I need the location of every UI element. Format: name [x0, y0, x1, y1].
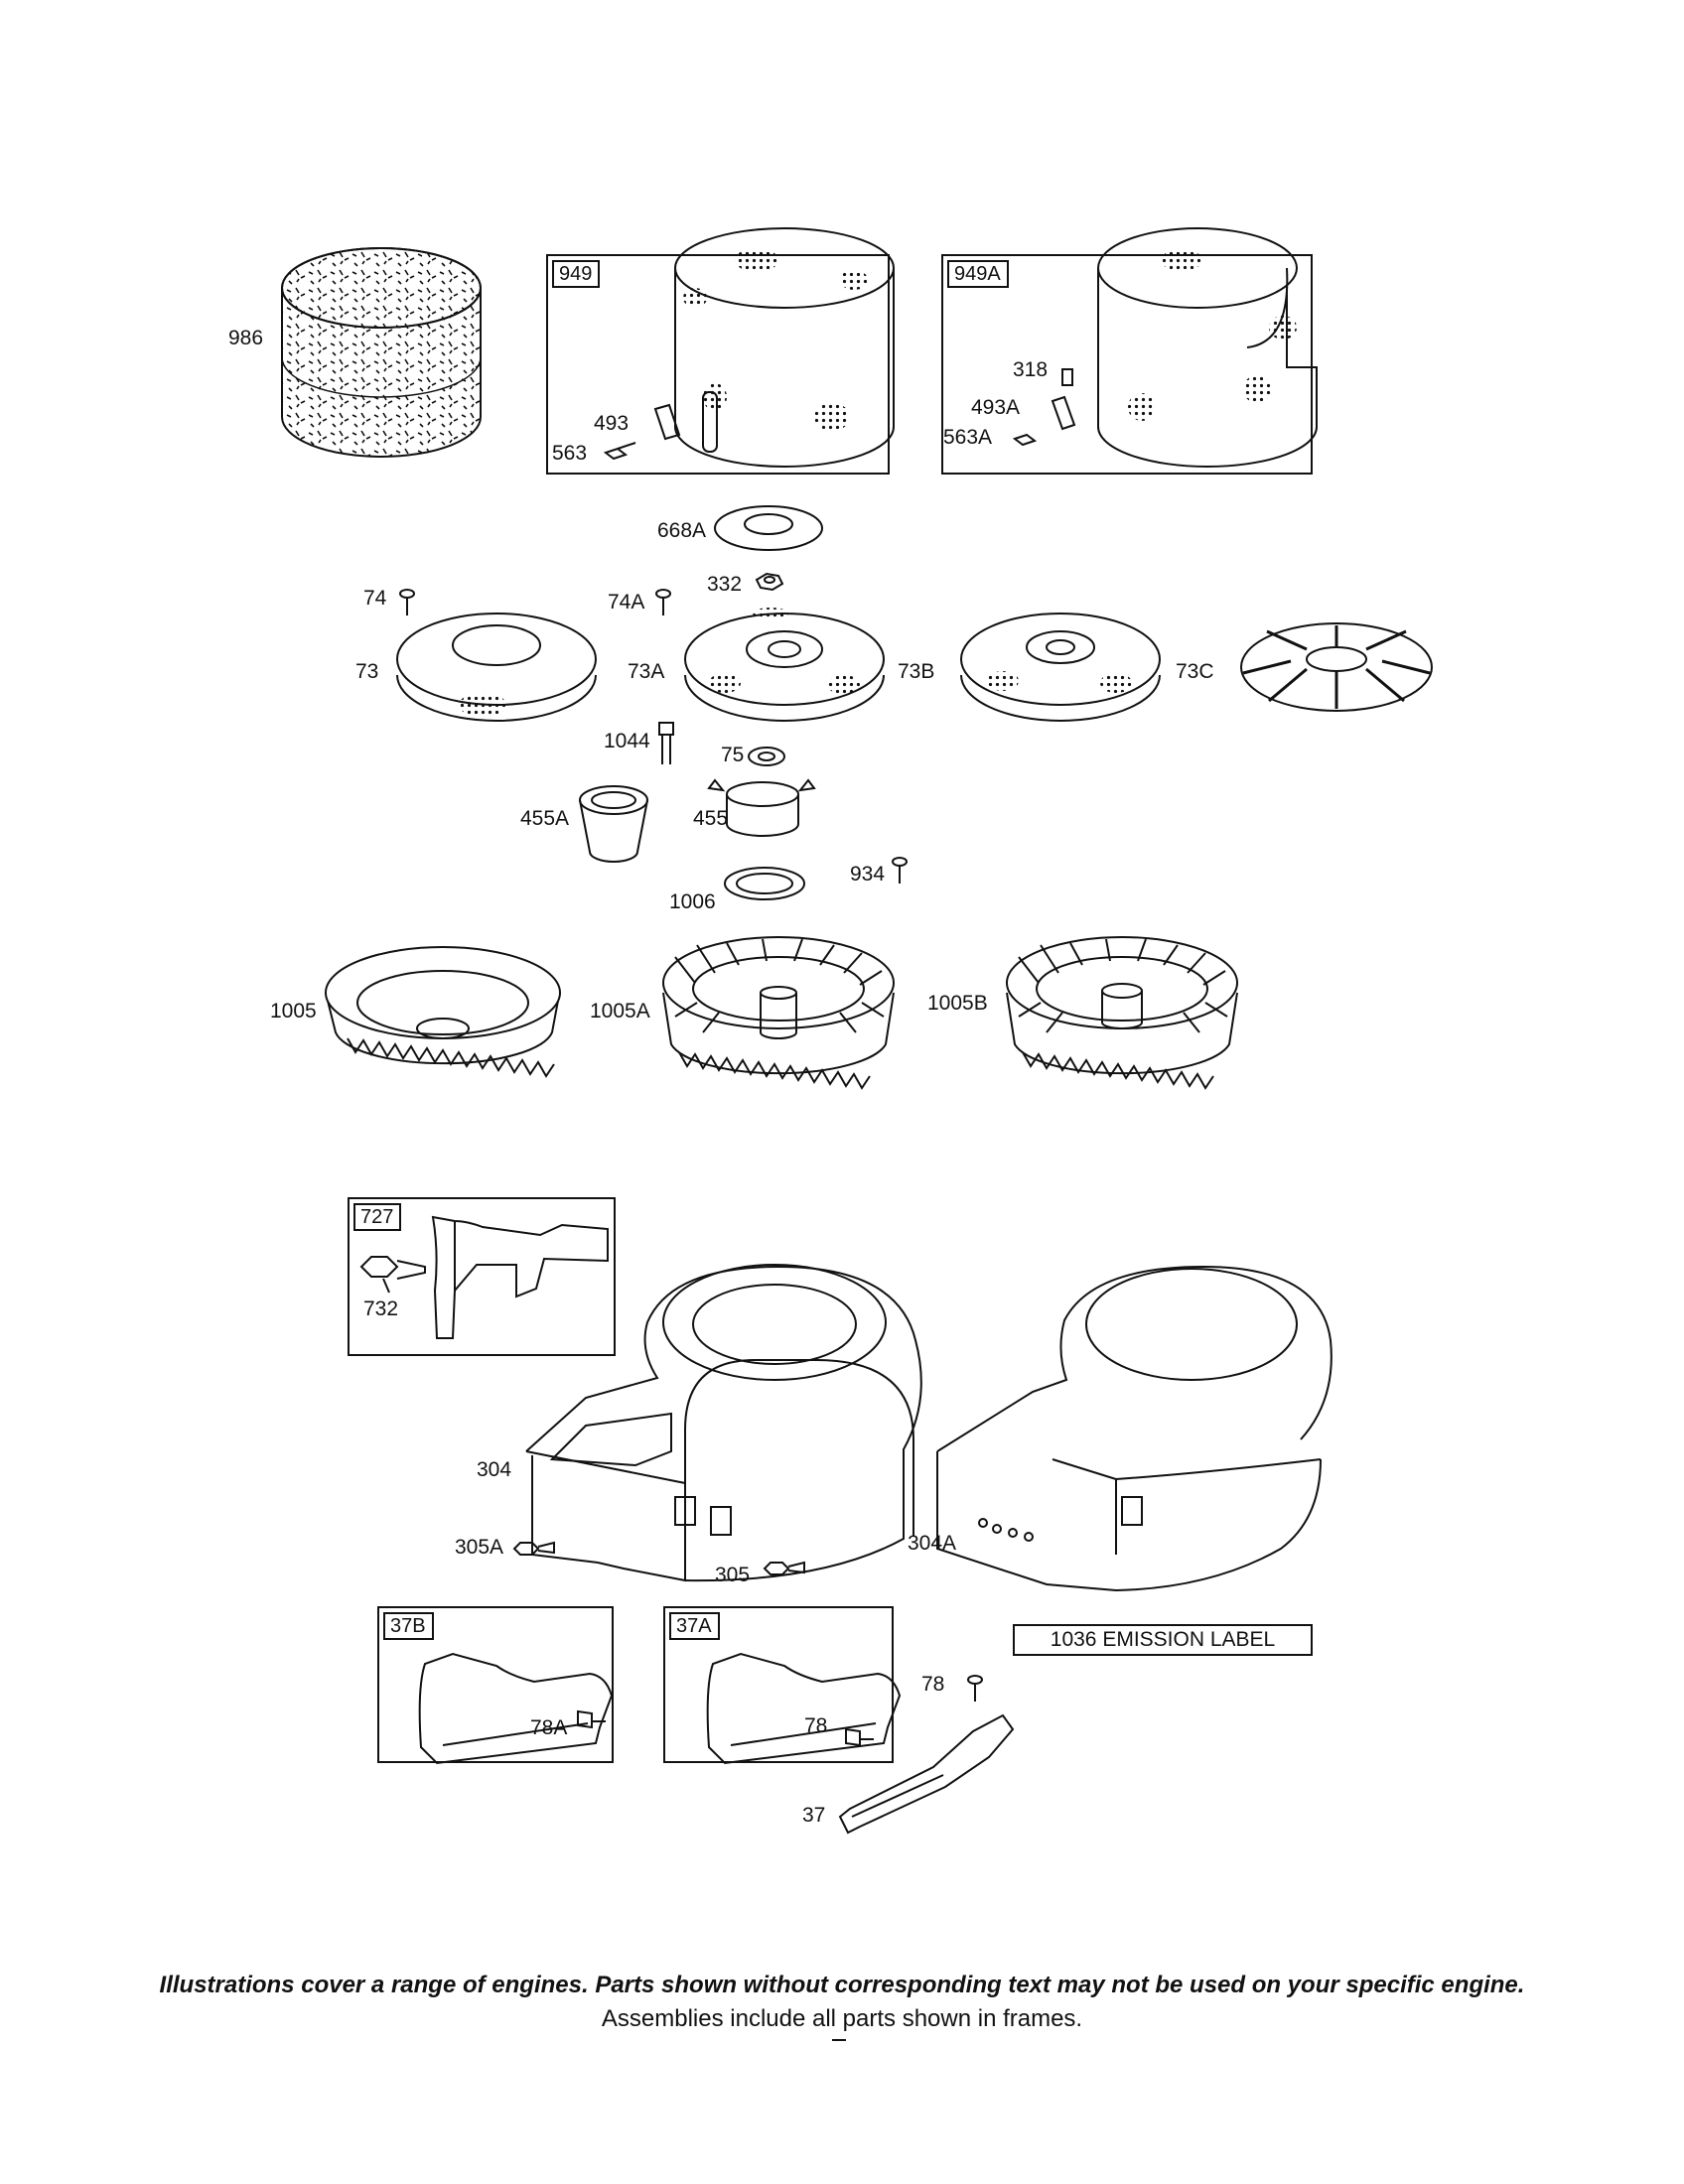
frame-949: 949 [546, 254, 890, 475]
label-493a: 493A [971, 396, 1021, 419]
air-cleaner-base-73a [684, 608, 885, 722]
adapter-455 [707, 778, 816, 837]
frame-37b: 37B [377, 1606, 614, 1763]
label-78: 78 [921, 1673, 945, 1696]
label-332: 332 [707, 573, 743, 596]
baffle-727 [359, 1215, 609, 1339]
shield-37a [706, 1652, 902, 1765]
label-986: 986 [228, 327, 264, 349]
label-73a: 73A [628, 660, 665, 683]
shield-37b [418, 1652, 614, 1765]
label-493: 493 [594, 412, 630, 435]
gasket-668a [714, 505, 823, 551]
label-304a: 304A [908, 1532, 957, 1555]
frame-949a: 949A [941, 254, 1313, 475]
label-318: 318 [1013, 358, 1049, 381]
frame-tag-37a: 37A [669, 1612, 720, 1640]
frame-tag-949a: 949A [947, 260, 1009, 288]
adapter-455a [579, 785, 648, 863]
label-73: 73 [355, 660, 379, 683]
frame-tag-37b: 37B [383, 1612, 434, 1640]
flywheel-1005a [662, 936, 895, 1090]
label-78a: 78A [530, 1716, 568, 1739]
air-cleaner-base-73b [960, 613, 1161, 722]
label-74a: 74A [608, 591, 645, 614]
foam-precleaner-986 [281, 247, 482, 458]
blower-housing-304a [936, 1265, 1333, 1592]
label-934: 934 [850, 863, 886, 886]
screw-78 [967, 1675, 983, 1702]
label-75: 75 [721, 744, 745, 766]
frame-37a: 37A [663, 1606, 894, 1763]
air-cleaner-grille-73c [1240, 622, 1433, 712]
washer-75 [748, 747, 785, 766]
label-455a: 455A [520, 807, 570, 830]
emission-label-box: 1036 EMISSION LABEL [1013, 1624, 1313, 1656]
page-dash [832, 2039, 846, 2041]
label-305: 305 [715, 1564, 751, 1586]
label-563: 563 [552, 442, 588, 465]
label-74: 74 [363, 587, 387, 610]
label-455: 455 [693, 807, 729, 830]
flywheel-1005 [325, 946, 561, 1078]
air-cleaner-cover-949a [1012, 227, 1318, 468]
frame-tag-727: 727 [353, 1203, 402, 1231]
label-563a: 563A [943, 426, 993, 449]
label-668a: 668A [657, 519, 707, 542]
label-73b: 73B [898, 660, 935, 683]
nut-332 [755, 572, 784, 592]
label-305a: 305A [455, 1536, 504, 1559]
label-1005: 1005 [270, 1000, 317, 1023]
label-1005a: 1005A [590, 1000, 650, 1023]
air-cleaner-cover-949 [603, 227, 895, 468]
ring-1006 [724, 867, 805, 900]
screw-74a [655, 589, 671, 615]
label-73c: 73C [1176, 660, 1214, 683]
label-732: 732 [363, 1297, 399, 1320]
air-cleaner-base-73 [396, 613, 597, 722]
frame-tag-949: 949 [552, 260, 601, 288]
label-1005b: 1005B [927, 992, 988, 1015]
blower-housing-304 [525, 1264, 922, 1582]
stud-1044 [658, 722, 674, 764]
disclaimer-note: Illustrations cover a range of engines. … [159, 1972, 1525, 1998]
screw-74 [399, 589, 415, 615]
label-304: 304 [477, 1458, 512, 1481]
flywheel-1005b [1006, 936, 1238, 1090]
label-1006: 1006 [669, 890, 716, 913]
assembly-note: Assemblies include all parts shown in fr… [601, 2005, 1083, 2032]
shield-37 [838, 1713, 1015, 1835]
label-37: 37 [802, 1804, 826, 1827]
label-1044: 1044 [604, 730, 650, 752]
screw-305 [763, 1561, 805, 1575]
label-78-in-frame: 78 [804, 1714, 828, 1737]
frame-727: 727 [348, 1197, 616, 1356]
screw-305a [512, 1541, 555, 1556]
screw-934 [892, 857, 908, 884]
